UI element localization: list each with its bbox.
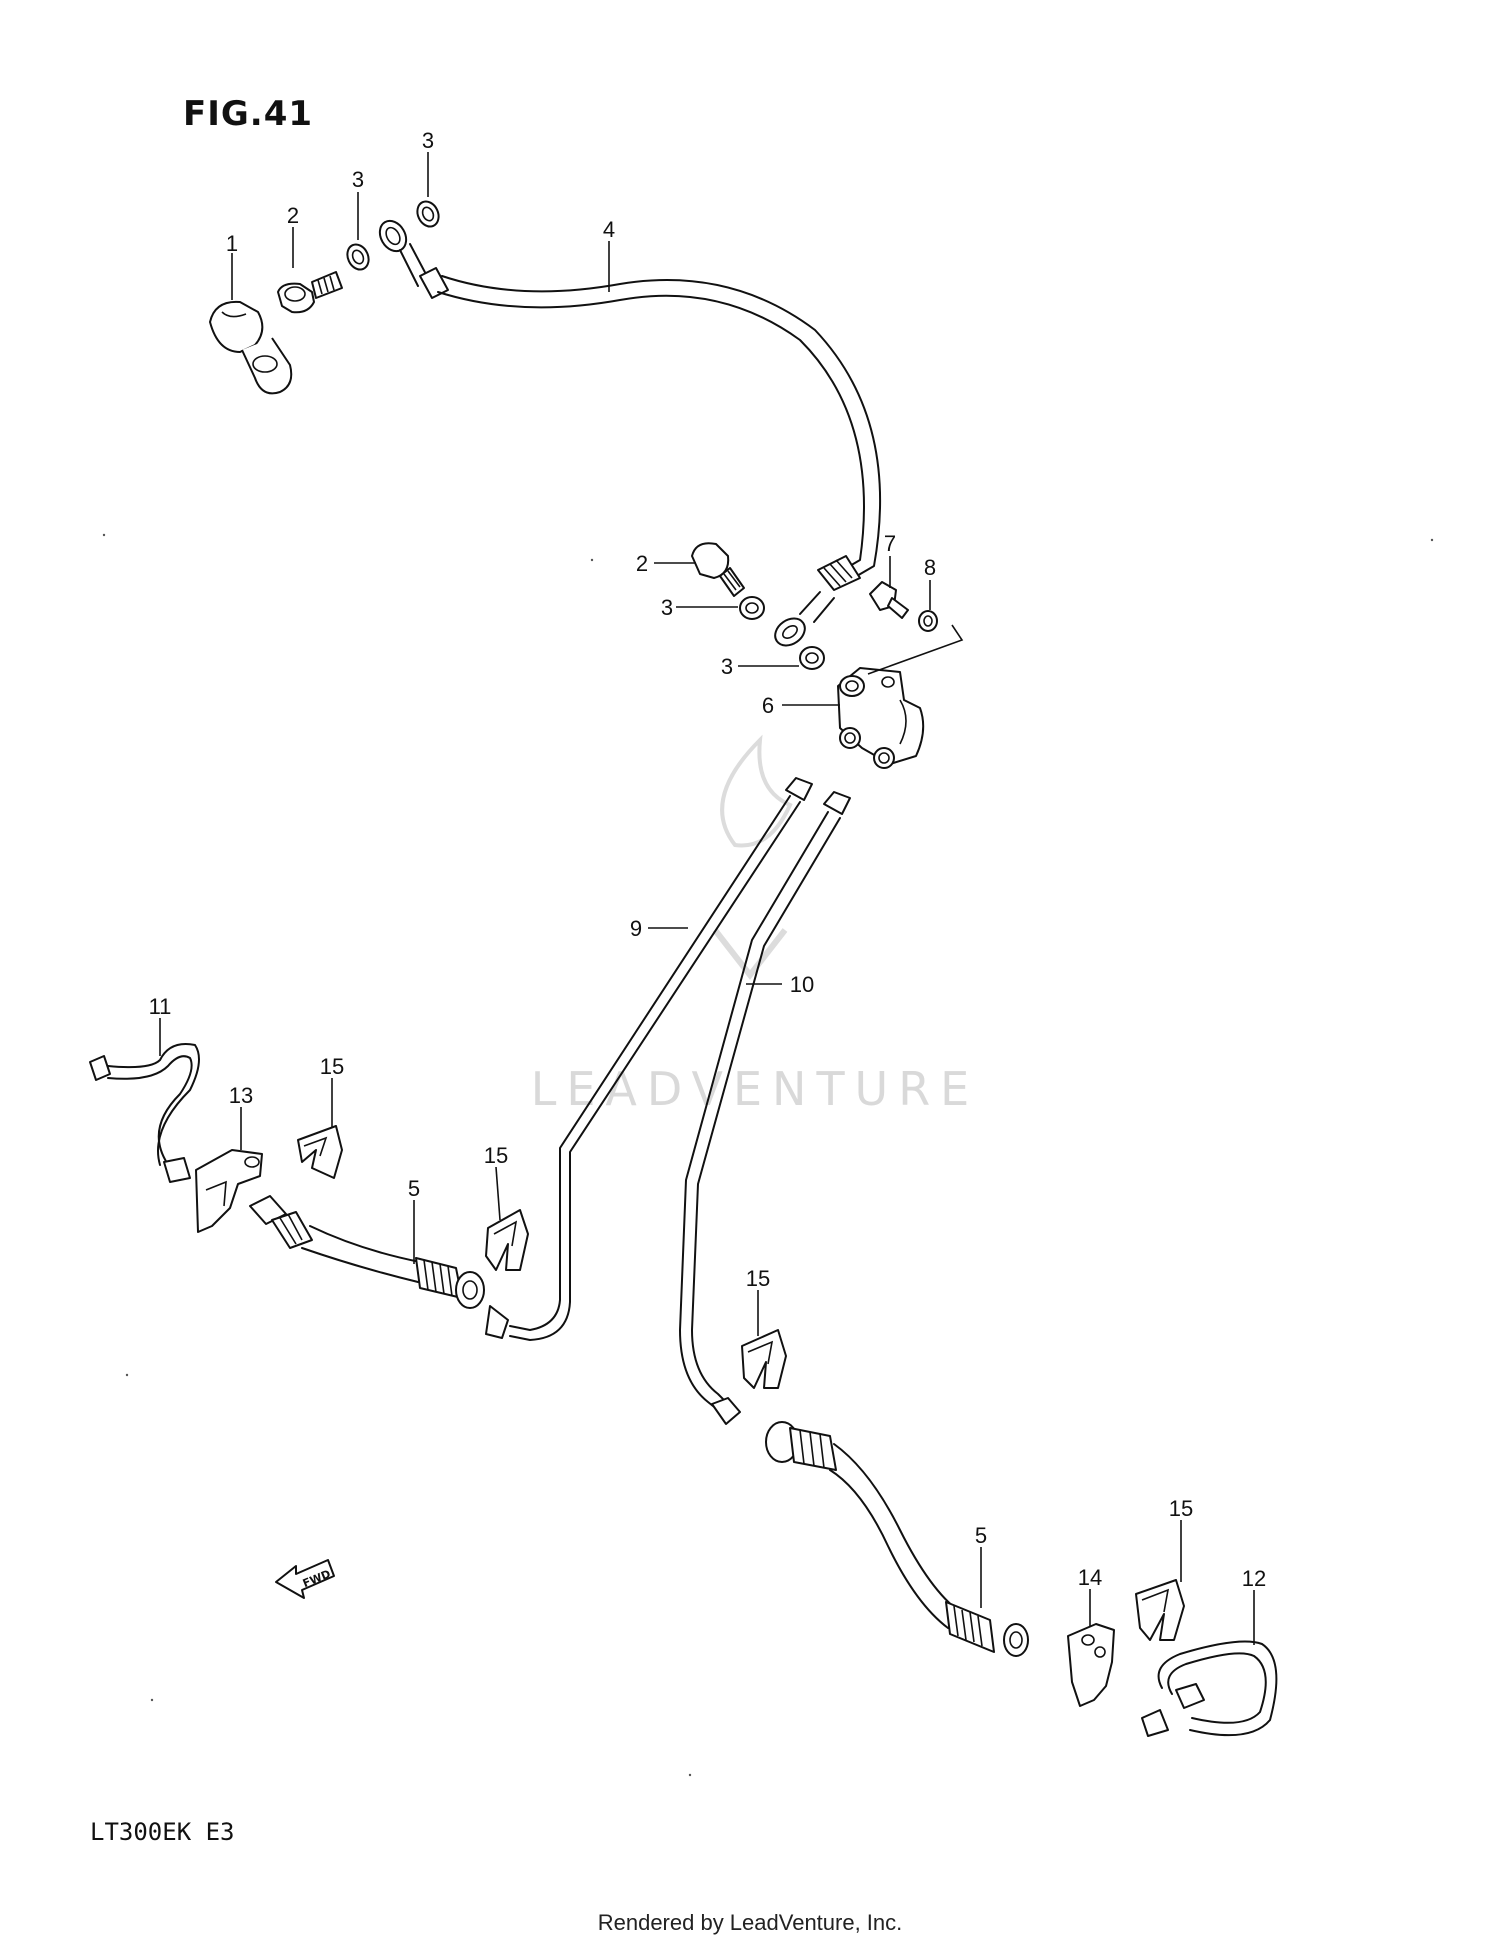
leader-lines <box>159 152 1255 1645</box>
part-5-hose-left <box>249 1195 485 1309</box>
callout-2: 2 <box>287 203 299 228</box>
callout-12: 12 <box>1242 1566 1266 1591</box>
part-14-bracket <box>1067 1623 1115 1707</box>
callout-15: 15 <box>484 1143 508 1168</box>
scan-specks <box>102 533 1434 1777</box>
callout-2: 2 <box>636 551 648 576</box>
part-2-union-bolt <box>277 271 343 314</box>
callout-3: 3 <box>422 128 434 153</box>
part-11-brake-pipe <box>89 1043 200 1183</box>
part-15-clip-b <box>485 1209 529 1271</box>
callout-3: 3 <box>661 595 673 620</box>
callout-14: 14 <box>1078 1565 1102 1590</box>
callouts: 1 2 3 3 4 2 3 3 7 8 6 9 10 11 13 15 5 15… <box>149 128 1267 1591</box>
figure-title: FIG.41 <box>183 94 313 134</box>
callout-8: 8 <box>924 555 936 580</box>
callout-10: 10 <box>790 972 814 997</box>
part-3-washer-c <box>739 596 765 620</box>
part-10-brake-pipe <box>679 791 851 1425</box>
callout-15: 15 <box>746 1266 770 1291</box>
part-15-clip-c <box>741 1329 787 1389</box>
part-15-clip-d <box>1135 1579 1185 1641</box>
part-3-washer-b <box>416 200 440 228</box>
part-5-hose-right <box>765 1421 1029 1657</box>
callout-5: 5 <box>408 1176 420 1201</box>
footer-credit: Rendered by LeadVenture, Inc. <box>598 1910 903 1935</box>
callout-3: 3 <box>721 654 733 679</box>
callout-6: 6 <box>762 693 774 718</box>
watermark: LEADVENTURE <box>531 734 980 1116</box>
callout-1: 1 <box>226 231 238 256</box>
part-2-union-bolt-mid <box>691 542 745 597</box>
callout-5: 5 <box>975 1523 987 1548</box>
callout-9: 9 <box>630 916 642 941</box>
callout-15: 15 <box>320 1054 344 1079</box>
part-15-clip-a <box>297 1125 343 1179</box>
part-9-brake-pipe <box>485 777 813 1341</box>
part-8-washer <box>918 610 938 632</box>
model-code: LT300EK E3 <box>90 1818 235 1846</box>
part-3-washer-a <box>346 243 370 271</box>
part-4-brake-hose <box>378 219 882 647</box>
callout-13: 13 <box>229 1083 253 1108</box>
forward-arrow-icon: FWD <box>275 1559 335 1599</box>
callout-15: 15 <box>1169 1496 1193 1521</box>
watermark-text: LEADVENTURE <box>531 1062 980 1116</box>
part-7-bolt <box>869 581 909 619</box>
part-3-washer-d <box>799 646 825 670</box>
part-12-brake-pipe <box>1141 1640 1278 1737</box>
callout-3: 3 <box>352 167 364 192</box>
callout-11: 11 <box>149 994 172 1019</box>
callout-4: 4 <box>603 217 615 242</box>
part-1-union <box>209 300 293 395</box>
part-6-brake-joint <box>837 667 925 769</box>
part-13-bracket <box>195 1149 263 1233</box>
callout-7: 7 <box>884 531 896 556</box>
